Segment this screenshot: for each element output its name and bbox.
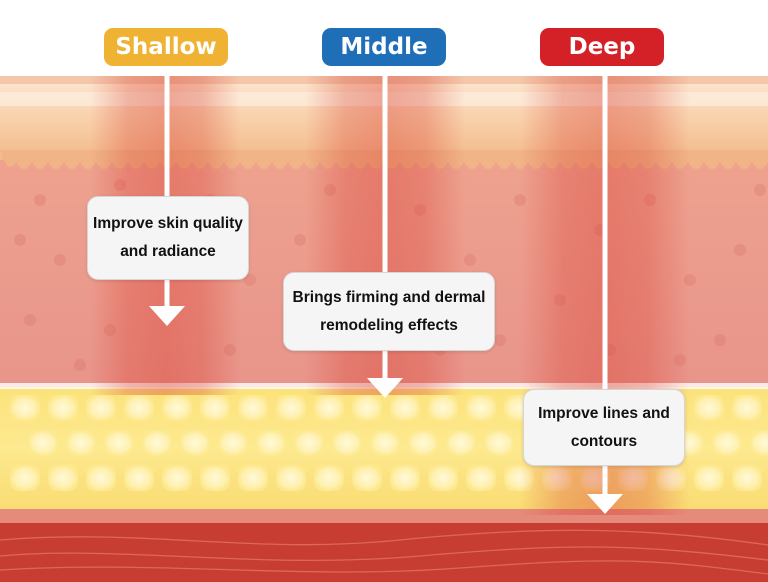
fat-cell (200, 465, 230, 491)
fat-cell (124, 395, 154, 421)
callout-line: Improve skin quality (93, 215, 243, 232)
fat-cell (694, 465, 724, 491)
fat-cell (732, 465, 762, 491)
fat-cell (238, 395, 268, 421)
fat-cell (694, 395, 724, 421)
fat-cell (294, 430, 324, 456)
arrow-head (587, 494, 623, 514)
deep-depth-label: Deep (540, 28, 664, 66)
dermis-dot (464, 254, 476, 266)
fat-cell (48, 465, 78, 491)
fat-cell (124, 465, 154, 491)
penetration-arrows (149, 76, 623, 514)
callout-line: remodeling effects (320, 316, 458, 334)
dermis-dot (24, 314, 36, 326)
callout-line: Brings firming and dermal (292, 288, 486, 306)
fat-cell (66, 430, 96, 456)
fat-cell (48, 395, 78, 421)
fat-cell (142, 430, 172, 456)
arrow-shaft (382, 76, 388, 380)
middle-depth-label: Middle (322, 28, 446, 66)
dermis-dot (714, 334, 726, 346)
fat-cell (276, 465, 306, 491)
fat-cell (408, 430, 438, 456)
fat-cell (28, 430, 58, 456)
fat-cell (352, 465, 382, 491)
arrow-shaft (602, 76, 608, 496)
fat-cell (352, 395, 382, 421)
fat-cell (750, 430, 768, 456)
fat-cell (332, 430, 362, 456)
fat-cell (218, 430, 248, 456)
fat-cell (276, 395, 306, 421)
shallow-effect-callout: Improve skin quality and radiance (87, 196, 249, 280)
muscle-fiber (0, 560, 768, 575)
fat-cell (256, 430, 286, 456)
arrow-shaft (164, 76, 170, 308)
fat-cell (314, 465, 344, 491)
fat-cell (10, 465, 40, 491)
dermis-dot (54, 254, 66, 266)
fat-cell (466, 465, 496, 491)
fat-cell (370, 430, 400, 456)
dermis-dot (14, 234, 26, 246)
fat-cell (446, 430, 476, 456)
fat-cell (390, 395, 420, 421)
dermis-dot (734, 244, 746, 256)
muscle-fiber (0, 546, 768, 562)
fat-cell (484, 430, 514, 456)
fat-cell (314, 395, 344, 421)
fat-cell (238, 465, 268, 491)
fat-cell (428, 465, 458, 491)
muscle-fibers (0, 529, 768, 575)
fat-cell (732, 395, 762, 421)
deep-effect-callout: Improve lines and contours (523, 389, 685, 466)
dermis-dot (754, 184, 766, 196)
fat-cell (10, 395, 40, 421)
fat-cell (104, 430, 134, 456)
fat-cell (428, 395, 458, 421)
middle-effect-callout: Brings firming and dermal remodeling eff… (283, 272, 495, 351)
dermis-dot (34, 194, 46, 206)
callout-line: contours (570, 432, 638, 450)
shallow-depth-label: Shallow (104, 28, 228, 66)
arrow-head (367, 378, 403, 398)
fat-cell (180, 430, 210, 456)
dermis-dot (294, 234, 306, 246)
fat-cell (466, 395, 496, 421)
muscle-layer (0, 523, 768, 582)
fat-cell (86, 465, 116, 491)
fat-cell (712, 430, 742, 456)
fat-cell (162, 465, 192, 491)
fat-cell (162, 395, 192, 421)
callout-line: and radiance (120, 243, 216, 260)
dermis-dot (244, 274, 256, 286)
callout-line: Improve lines and (538, 404, 670, 422)
fat-cell (86, 395, 116, 421)
muscle-fiber (0, 529, 768, 546)
fat-cell (200, 395, 230, 421)
arrow-head (149, 306, 185, 326)
fat-cell (390, 465, 420, 491)
dermis-dot (494, 334, 506, 346)
dermis-dot (74, 359, 86, 371)
